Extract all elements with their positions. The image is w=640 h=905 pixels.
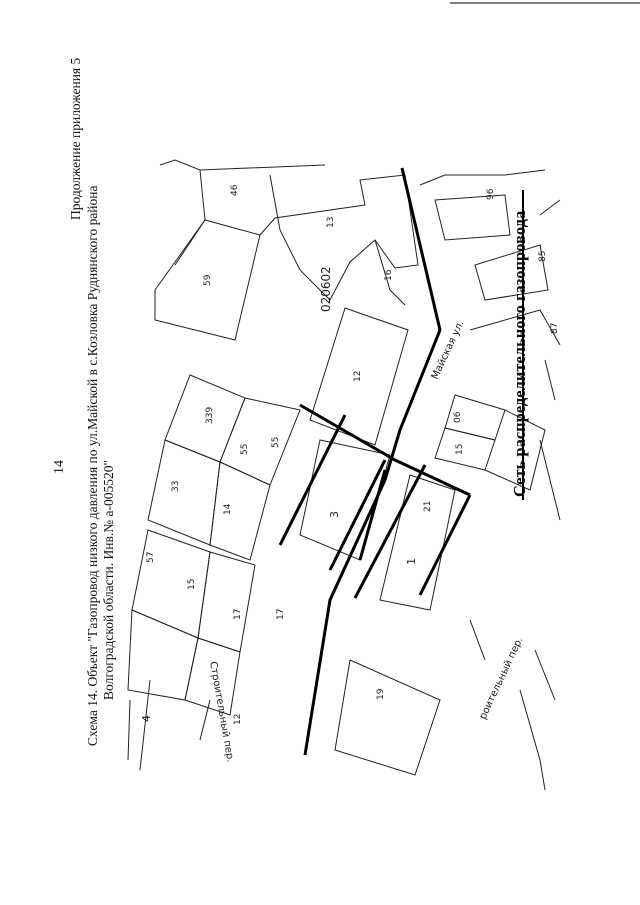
parcel-21: 21 bbox=[423, 501, 433, 512]
gas-pipeline bbox=[278, 167, 472, 756]
parcel-55b: 55 bbox=[271, 437, 281, 448]
parcel-85: 85 bbox=[538, 251, 548, 262]
parcel-87: 87 bbox=[550, 323, 560, 334]
parcel-96: 96 bbox=[486, 188, 496, 200]
parcel-15a: 15 bbox=[455, 444, 465, 455]
parcel-1: 1 bbox=[405, 558, 418, 565]
parcel-boundaries bbox=[127, 159, 561, 791]
parcel-59: 59 bbox=[203, 274, 213, 286]
parcel-4: 4 bbox=[140, 715, 153, 722]
parcel-3: 3 bbox=[328, 511, 341, 518]
parcel-57: 57 bbox=[146, 552, 156, 563]
cadastral-block-number: 020602 bbox=[319, 266, 333, 312]
parcel-13: 13 bbox=[326, 217, 336, 228]
parcel-17b: 17 bbox=[276, 609, 286, 620]
parcel-12b: 12 bbox=[233, 714, 243, 725]
parcel-46: 46 bbox=[230, 184, 240, 196]
parcel-16: 16 bbox=[384, 269, 394, 281]
parcel-14: 14 bbox=[223, 503, 233, 515]
parcel-339: 339 bbox=[205, 407, 215, 424]
parcel-17a: 17 bbox=[233, 609, 243, 620]
parcel-19: 19 bbox=[376, 688, 386, 700]
parcel-15b: 15 bbox=[187, 579, 197, 590]
parcel-labels: 46 59 13 16 96 85 87 12 339 55 55 33 14 … bbox=[140, 184, 560, 725]
parcel-55a: 55 bbox=[240, 444, 250, 455]
parcel-06: 06 bbox=[453, 411, 463, 423]
parcel-33: 33 bbox=[171, 481, 181, 492]
parcel-12: 12 bbox=[353, 371, 363, 382]
